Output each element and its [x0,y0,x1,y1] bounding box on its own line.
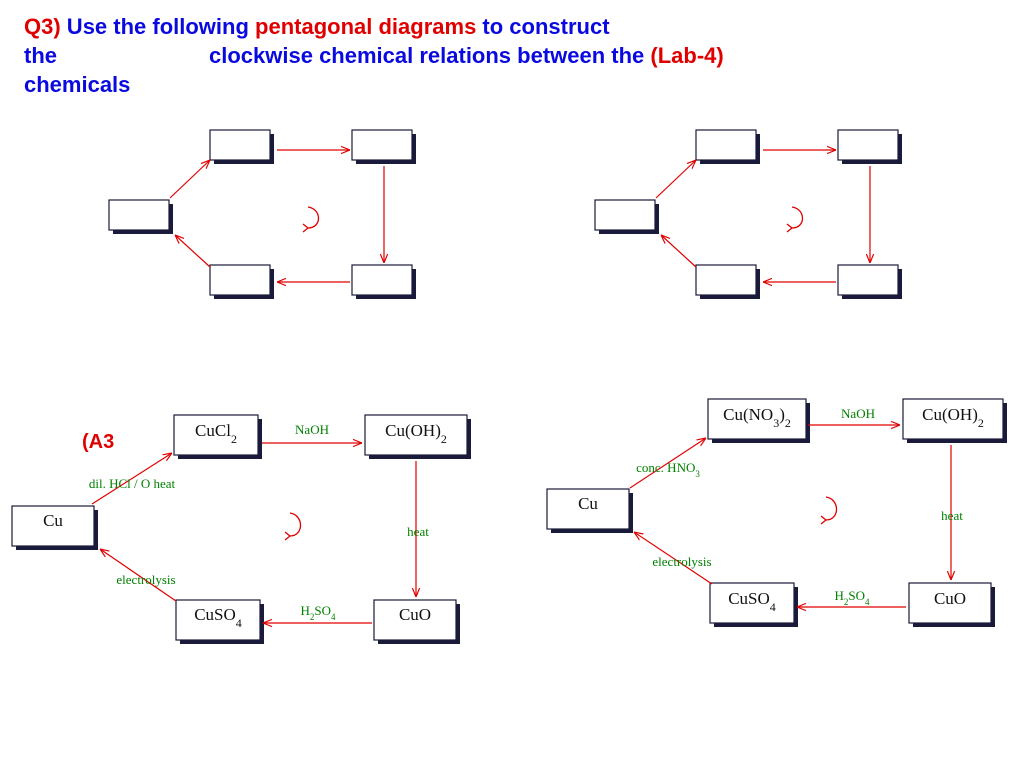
condition-top: NaOH [841,406,875,421]
clockwise-icon [791,206,804,229]
node-box [546,488,630,530]
blank-box-left [108,199,170,231]
blank-box-bottom-right [351,264,413,296]
title-text-5: chemicals [24,72,131,97]
node-box [175,599,261,641]
title-highlight-pentagonal: pentagonal diagrams [255,14,477,39]
clockwise-icon [825,496,838,521]
node-top-left: CuCl2 [195,421,237,446]
blank-box-top-left [695,129,757,161]
title-text-3: the [24,43,57,68]
pentagon-cucl2: CuCl2 Cu(OH)2 Cu CuSO4 CuO NaOH heat H2S… [11,414,471,644]
blank-box-top-right [837,129,899,161]
condition-left-to-top: dil. HCl / O heat [89,476,176,491]
condition-top: NaOH [295,422,329,437]
node-box [373,599,457,641]
node-top-right: Cu(OH)2 [385,421,447,446]
condition-left-to-top: conc. HNO3 [636,460,700,479]
blank-box-left [594,199,656,231]
node-left: Cu [43,511,63,530]
annotation-a3: (A3 [82,431,114,453]
question-title: Q3) Use the following pentagonal diagram… [24,12,724,99]
node-box [908,582,992,624]
node-bottom-right: CuO [934,589,966,608]
condition-bottom-to-left: electrolysis [652,554,711,569]
node-top-left: Cu(NO3)2 [723,405,791,430]
node-box [364,414,468,456]
question-number: Q3) [24,14,61,39]
title-text-2: to construct [476,14,610,39]
node-bottom-right: CuO [399,605,431,624]
node-box [902,398,1004,440]
node-left: Cu [578,494,598,513]
node-bottom-left: CuSO4 [728,589,776,614]
blank-box-top-right [351,129,413,161]
condition-bottom-to-left: electrolysis [116,572,175,587]
empty-pentagon-left [108,129,416,299]
blank-box-bottom-left [695,264,757,296]
node-top-right: Cu(OH)2 [922,405,984,430]
blank-box-top-left [209,129,271,161]
node-box [709,582,795,624]
blank-box-bottom-right [837,264,899,296]
clockwise-icon [289,512,302,537]
title-highlight-lab: (Lab-4) [650,43,724,68]
node-box [707,398,807,440]
blank-box-bottom-left [209,264,271,296]
title-text-4: clockwise chemical relations between the [209,43,651,68]
condition-right: heat [407,524,429,539]
condition-bottom: H2SO4 [300,603,336,622]
clockwise-icon [307,206,320,229]
condition-right: heat [941,508,963,523]
node-box [173,414,259,456]
node-bottom-left: CuSO4 [194,605,242,630]
title-text-1: Use the following [60,14,256,39]
condition-bottom: H2SO4 [834,588,870,607]
node-box [11,505,95,547]
pentagon-cuno3: Cu(NO3)2 Cu(OH)2 Cu CuSO4 CuO NaOH heat … [546,398,1007,627]
empty-pentagon-right [594,129,902,299]
